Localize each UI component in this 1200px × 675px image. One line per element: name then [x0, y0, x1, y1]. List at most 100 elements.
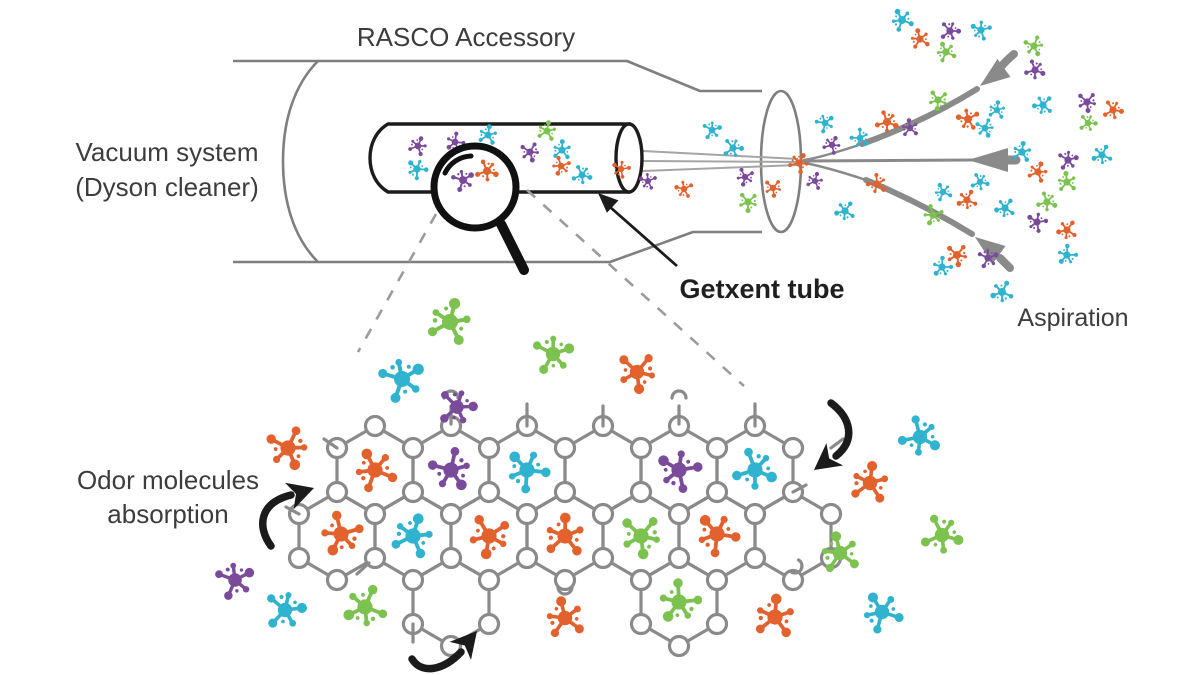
molecule-p: [940, 22, 962, 40]
molecule-atom: [626, 165, 631, 170]
molecule-atom: [914, 122, 918, 127]
lattice-tick: [791, 483, 808, 494]
molecule-center: [357, 599, 373, 615]
molecule-dot: [669, 590, 674, 594]
molecule-g: [1023, 35, 1044, 57]
molecule-dot: [907, 17, 910, 20]
molecule-atom: [1072, 232, 1077, 238]
molecule-dot: [914, 33, 917, 36]
molecule-atom: [390, 392, 401, 403]
molecule-atom: [788, 162, 793, 168]
molecule-dot: [582, 167, 585, 170]
molecule-center: [442, 314, 458, 330]
molecule-atom: [865, 181, 871, 187]
molecule-atom: [853, 472, 860, 480]
molecule-center: [1084, 119, 1092, 127]
molecule-atom: [1027, 173, 1032, 178]
molecule-center: [938, 263, 946, 271]
molecule-atom: [411, 385, 420, 393]
molecule-dot: [574, 617, 579, 621]
molecule-atom: [986, 118, 991, 123]
molecule-dot: [766, 466, 771, 471]
molecule-atom: [941, 22, 947, 27]
molecule-atom: [1039, 110, 1043, 114]
molecule-atom: [453, 334, 464, 345]
molecule-dot: [539, 129, 542, 132]
molecule-atom: [634, 383, 645, 395]
molecule-c: [391, 513, 433, 559]
molecule-o: [674, 180, 694, 198]
molecule-center: [729, 144, 737, 152]
molecule-atom: [894, 613, 904, 623]
molecule-dot: [1004, 297, 1007, 300]
molecule-dot: [777, 185, 780, 188]
molecule-atom: [894, 8, 901, 15]
molecule-atom: [684, 612, 692, 619]
molecule-atom: [459, 169, 464, 174]
molecule-o: [698, 515, 741, 558]
molecule-dot: [894, 23, 898, 26]
streamline: [642, 164, 799, 172]
molecule-atom: [564, 343, 575, 354]
molecule-atom: [963, 255, 968, 259]
molecule-atom: [266, 434, 276, 444]
molecule-dot: [895, 15, 898, 18]
molecule-atom: [441, 391, 449, 399]
molecule-atom: [408, 147, 413, 151]
molecule-center: [874, 604, 890, 620]
molecule-atom: [821, 129, 826, 134]
molecule-atom: [459, 416, 467, 424]
molecule-dot: [437, 471, 442, 476]
lattice-node: [591, 546, 615, 570]
molecule-center: [557, 162, 565, 170]
molecule-atom: [829, 124, 833, 129]
molecule-dot: [1061, 233, 1064, 236]
molecule-dot: [421, 541, 426, 545]
molecule-center: [916, 35, 924, 43]
molecule-dot: [451, 136, 454, 138]
molecule-center: [828, 141, 836, 149]
molecule-c: [834, 201, 855, 221]
molecule-dot: [963, 251, 966, 255]
molecule-dot: [533, 155, 536, 158]
molecule-atom: [1058, 258, 1064, 264]
molecule-o: [612, 160, 631, 179]
molecule-atom: [942, 92, 948, 97]
molecule-atom: [573, 605, 581, 613]
molecule-atom: [745, 208, 751, 214]
molecule-atom: [891, 114, 895, 118]
molecule-atom: [285, 592, 292, 599]
molecule-atom: [1002, 106, 1006, 110]
molecule-c: [1012, 141, 1032, 162]
molecule-atom: [354, 524, 364, 534]
molecule-dot: [767, 186, 769, 188]
molecule-dot: [1043, 110, 1046, 113]
molecule-dot: [1071, 257, 1074, 260]
molecule-atom: [1038, 178, 1044, 183]
molecule-dot: [912, 40, 915, 43]
molecule-dot: [745, 477, 749, 482]
molecule-dot: [715, 124, 717, 127]
molecule-atom: [1092, 102, 1096, 106]
lattice-open-cup: [789, 558, 804, 575]
lattice-tick: [322, 437, 339, 450]
molecule-atom: [908, 21, 914, 27]
lattice-node: [401, 436, 425, 460]
molecule-o: [755, 593, 794, 638]
molecule-dot: [1071, 182, 1074, 184]
molecule-center: [543, 127, 551, 135]
molecule-atom: [951, 36, 955, 40]
lattice-node: [667, 634, 691, 658]
molecule-atom: [267, 594, 276, 603]
molecule-center: [405, 528, 421, 544]
molecule-atom: [1103, 112, 1108, 117]
molecule-dot: [977, 35, 981, 38]
molecule-atom: [923, 213, 928, 217]
molecule-atom: [739, 203, 743, 207]
molecule-atom: [614, 171, 618, 175]
molecule-atom: [751, 482, 759, 490]
molecule-dot: [623, 368, 628, 372]
molecule-atom: [993, 252, 999, 258]
molecule-atom: [556, 155, 561, 161]
molecule-dot: [671, 480, 676, 486]
